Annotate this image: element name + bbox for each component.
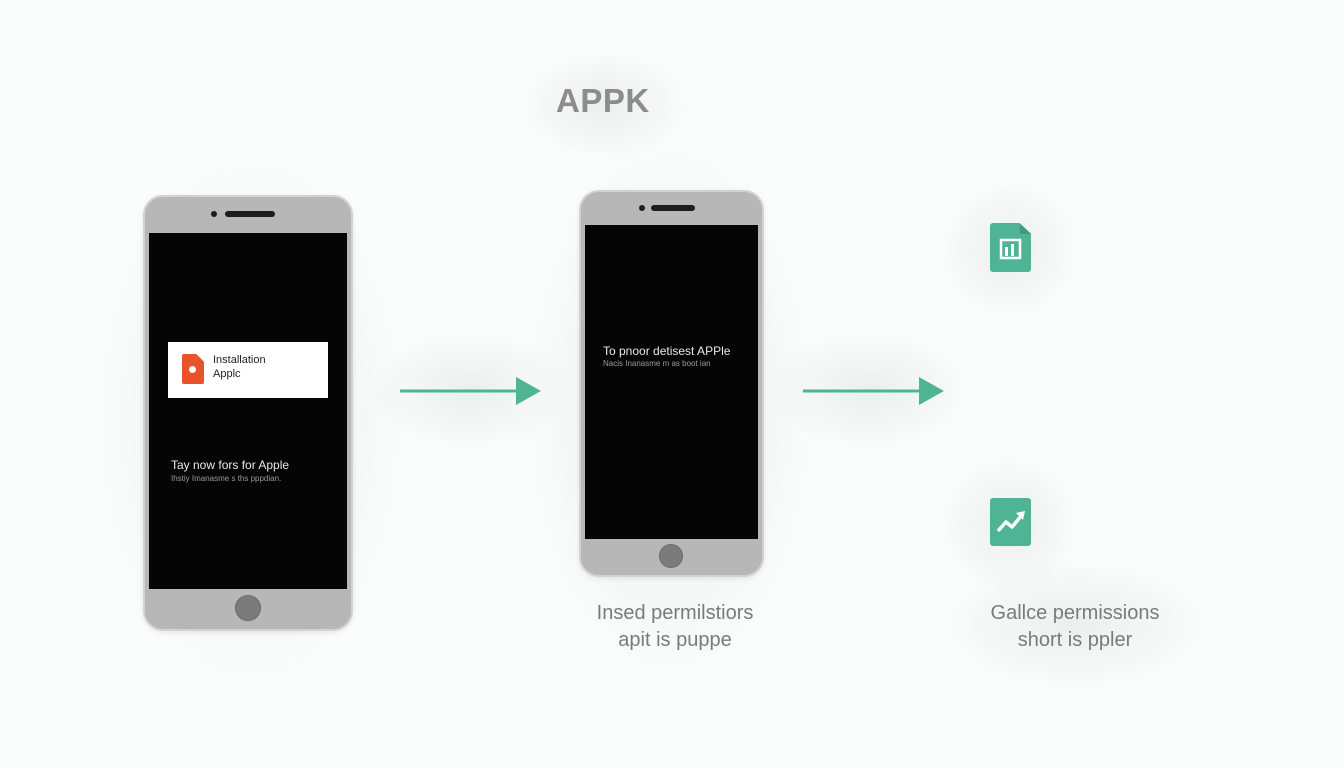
dialog-title: Installation	[213, 354, 266, 366]
front-camera	[211, 211, 217, 217]
earpiece-speaker	[225, 211, 275, 217]
caption-line: short is ppler	[1017, 629, 1133, 651]
flow-arrow-right	[803, 377, 944, 405]
screen-sub-text: Ihstiy Imanasme s ths pppdian.	[171, 474, 282, 483]
installation-dialog[interactable]: Installation Applc	[168, 342, 328, 398]
document-chart-icon	[990, 223, 1031, 272]
screen-main-text: Tay now fors for Apple	[171, 458, 290, 472]
caption-middle: Insed permilstiors apit is puppe	[560, 600, 790, 654]
diagram-title: APPK	[556, 82, 650, 119]
home-button[interactable]	[659, 544, 683, 568]
caption-right: Gallce permissions short is ppler	[955, 600, 1195, 654]
flow-arrow-right	[400, 377, 541, 405]
trend-up-icon	[990, 498, 1031, 546]
phone-screen: Installation Applc Tay now fors for Appl…	[149, 233, 347, 589]
caption-line: Insed permilstiors	[596, 602, 754, 624]
phone-permission-step: To pnoor detisest APPle Nacis Inanasme m…	[579, 190, 764, 577]
screen-sub-text: Nacis Inanasme m as boot ian	[603, 359, 711, 368]
phone-screen: To pnoor detisest APPle Nacis Inanasme m…	[585, 225, 758, 539]
home-button[interactable]	[235, 595, 261, 621]
dialog-subtitle: Applc	[213, 368, 241, 380]
apk-file-icon	[182, 354, 204, 384]
caption-line: apit is puppe	[618, 629, 732, 651]
screen-main-text: To pnoor detisest APPle	[603, 344, 731, 358]
front-camera	[639, 205, 645, 211]
phone-install-step: Installation Applc Tay now fors for Appl…	[143, 195, 353, 631]
earpiece-speaker	[651, 205, 695, 211]
caption-line: Gallce permissions	[990, 602, 1160, 624]
